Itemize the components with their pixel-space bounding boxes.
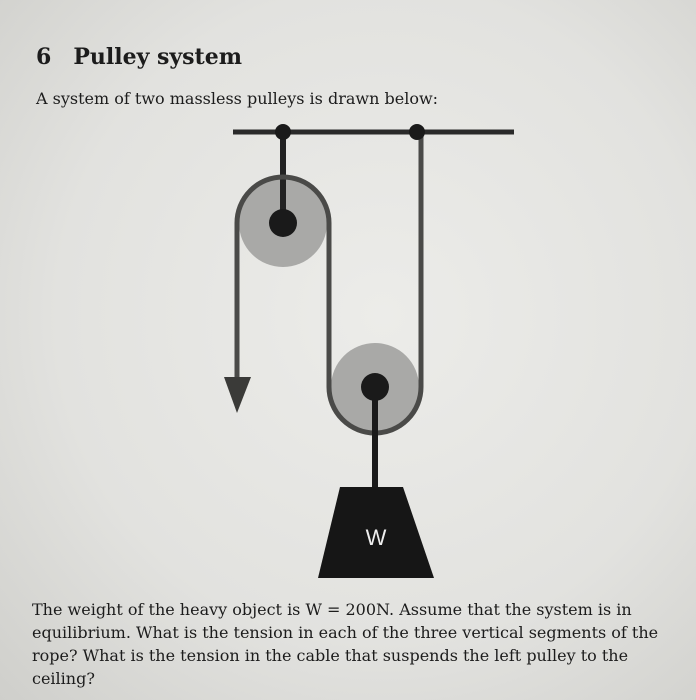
ceiling-joint-right [409, 124, 425, 140]
weight-block [318, 487, 434, 578]
section-heading: 6 Pulley system [36, 44, 242, 70]
rope [234, 132, 424, 436]
left-pulley-hub [269, 209, 297, 237]
question-text: The weight of the heavy object is W = 20… [32, 600, 659, 688]
weight-label: W [366, 525, 387, 550]
intro-text: A system of two massless pulleys is draw… [36, 89, 439, 108]
section-number: 6 [36, 44, 52, 70]
pull-arrow-icon [224, 377, 251, 413]
ceiling-joint-left [275, 124, 291, 140]
section-title: Pulley system [73, 44, 242, 70]
